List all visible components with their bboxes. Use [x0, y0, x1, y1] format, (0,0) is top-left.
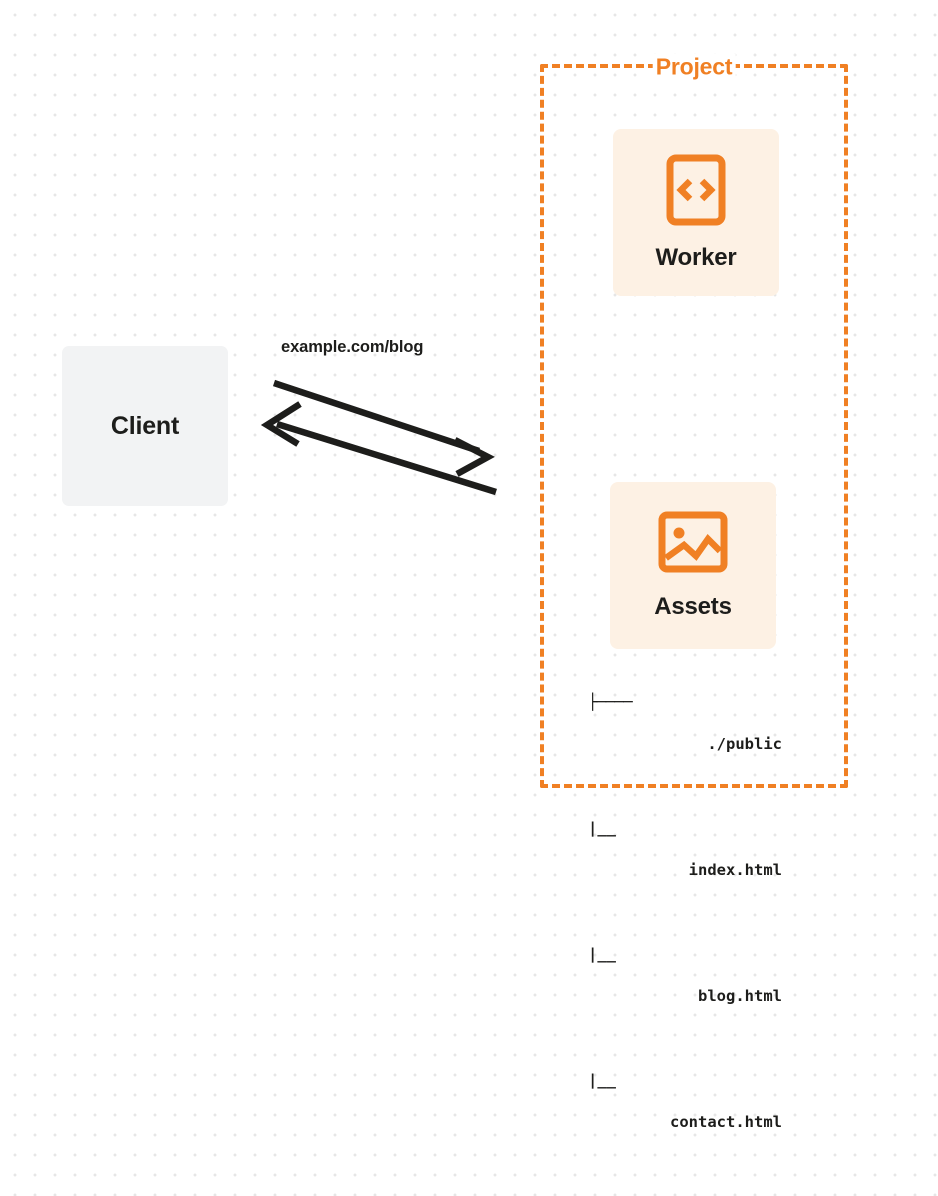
tree-item-name: index.html — [688, 861, 782, 879]
worker-label: Worker — [655, 243, 737, 271]
assets-file-tree: ├──── ./public |__ index.html |__ blog.h… — [588, 650, 782, 1196]
image-icon — [658, 511, 728, 573]
tree-row: |__ blog.html — [588, 944, 782, 1028]
tree-item-name: contact.html — [670, 1113, 782, 1131]
assets-label: Assets — [654, 592, 732, 620]
request-arrow — [272, 379, 495, 477]
tree-branch-glyph: ├──── — [588, 693, 633, 711]
tree-row: ├──── ./public — [588, 692, 782, 776]
response-arrow — [260, 401, 497, 496]
project-group-container: Project — [540, 53, 848, 788]
tree-row: |__ contact.html — [588, 1070, 782, 1154]
diagram-canvas: Client example.com/blog Project Worker — [62, 53, 848, 1131]
assets-node[interactable]: Assets — [610, 482, 776, 649]
client-label: Client — [110, 411, 180, 440]
code-brackets-icon — [666, 154, 726, 226]
tree-item-name: ./public — [707, 735, 782, 753]
client-node[interactable]: Client — [62, 346, 228, 506]
project-group-label: Project — [652, 53, 736, 81]
tree-branch-glyph: |__ — [588, 945, 616, 963]
tree-branch-glyph: |__ — [588, 1071, 616, 1089]
tree-branch-glyph: |__ — [588, 819, 616, 837]
tree-row: |__ index.html — [588, 818, 782, 902]
connection-url-label: example.com/blog — [281, 338, 424, 356]
worker-node[interactable]: Worker — [613, 129, 779, 296]
tree-item-name: blog.html — [698, 987, 782, 1005]
